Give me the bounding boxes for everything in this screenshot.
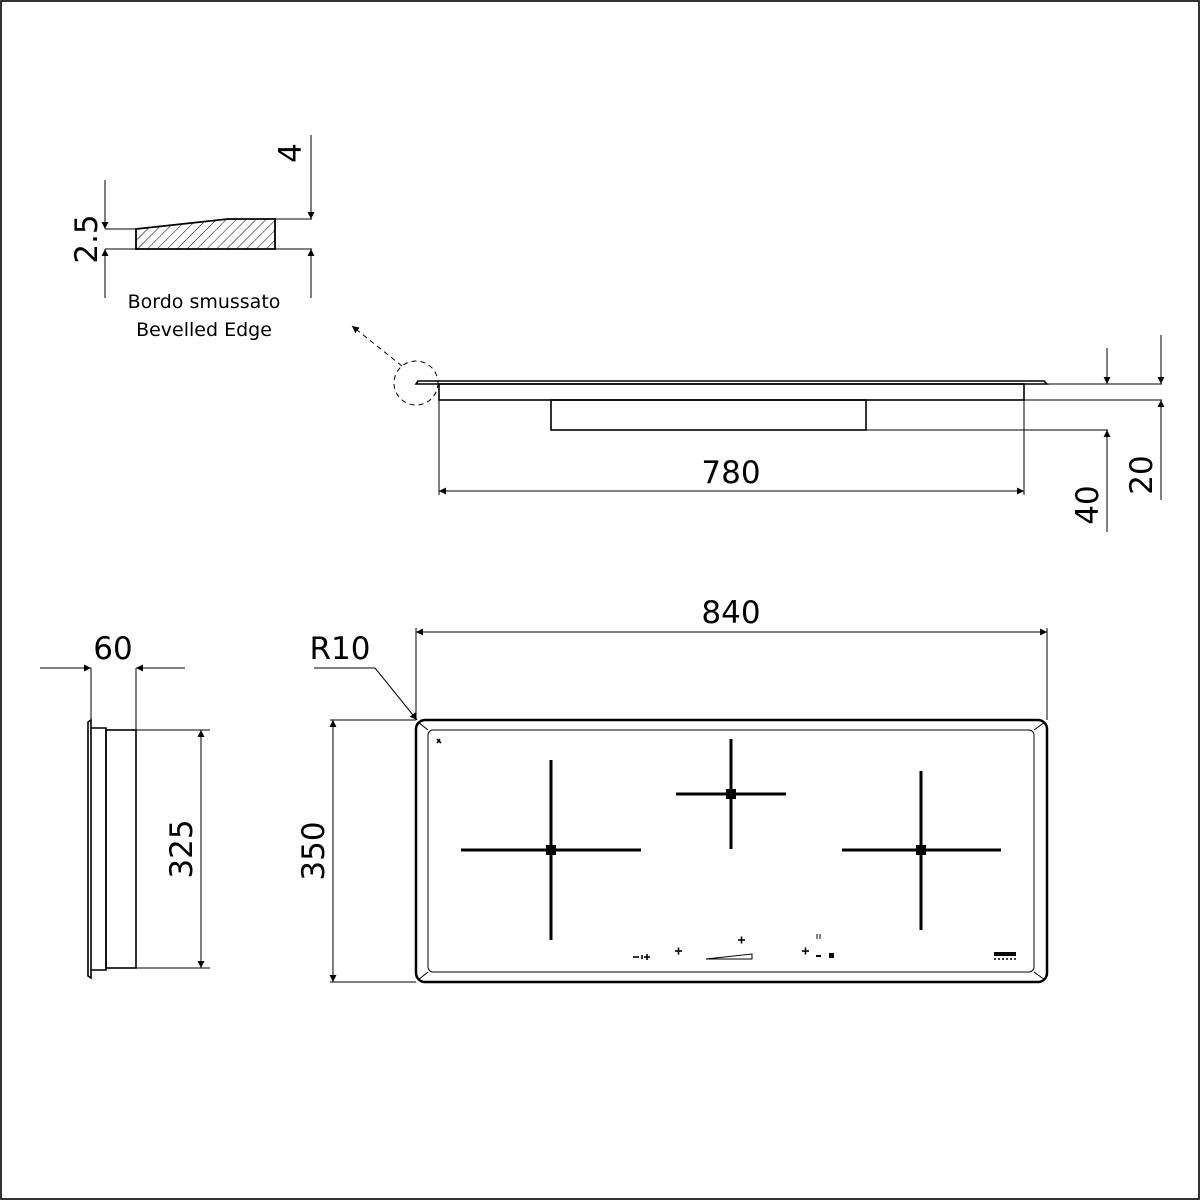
bottom-box [550,399,867,431]
burner-center [676,739,786,849]
end-width-label: 60 [93,631,132,667]
hob-width-label: 840 [701,595,760,631]
hob-outline [414,718,1049,984]
top-view: 840 R10 350 [296,595,1049,984]
detail-circle [393,360,439,406]
bevel-height-label: 2.5 [69,214,105,263]
end-depth-label: 325 [164,819,200,878]
side-view: 780 40 20 [393,335,1165,532]
radius-leader-arrow [374,667,418,721]
end-body [105,729,137,969]
corner-radius-label: R10 [310,631,371,667]
slider-wedge [705,953,753,960]
detail-leader-arrow [351,325,403,367]
bevel-caption-italian: Bordo smussato [128,291,281,313]
bevel-section [135,218,276,250]
touch-controls [436,738,1016,960]
hob-body [438,383,1025,401]
end-glass-edge [87,718,92,980]
bevel-detail: 2.5 4 Bordo smussato Bevelled Edge [69,135,403,367]
bevel-thickness-label: 4 [273,143,309,163]
hob-inner-edge [427,729,1035,973]
top-height-label: 20 [1124,455,1160,494]
hob-depth-label: 350 [296,821,332,880]
bevel-caption-english: Bevelled Edge [136,319,272,341]
cutout-width-label: 780 [701,455,760,491]
brand-logo [994,952,1016,956]
end-view: 60 325 [40,631,210,980]
burner-left [461,760,641,940]
total-height-label: 40 [1070,485,1106,524]
burner-right [842,771,1001,930]
end-frame [91,727,107,971]
